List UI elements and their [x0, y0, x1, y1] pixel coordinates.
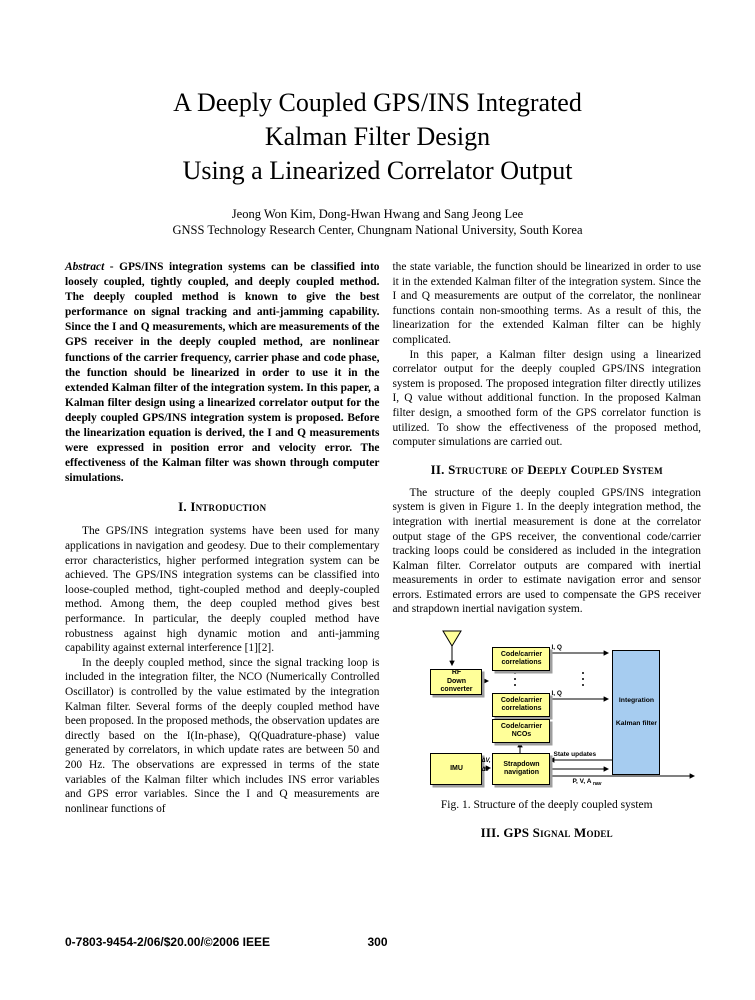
- rf-downconverter-box: RF Down converter: [430, 669, 483, 696]
- correlator-top-label-2: correlations: [501, 659, 542, 667]
- correlator-top-label-1: Code/carrier: [500, 650, 543, 658]
- page-number: 300: [367, 935, 388, 949]
- kalman-box-label-1: Integration: [618, 696, 655, 704]
- strapdown-navigation-box: Strapdown navigation: [492, 753, 551, 786]
- section-heading-introduction: I. Introduction: [178, 499, 267, 515]
- delta-theta-label: Δθ: [481, 767, 489, 774]
- abstract-body-text: - GPS/INS integration systems can be cla…: [65, 261, 380, 485]
- nco-box-label-2: NCOs: [511, 731, 532, 739]
- paper-title-line-1: A Deeply Coupled GPS/INS Integrated: [173, 88, 582, 117]
- integration-kalman-filter-box: Integration Kalman filter: [612, 650, 661, 776]
- kalman-box-label-2: Kalman filter: [615, 720, 658, 728]
- pva-label-main: P, V, A: [572, 778, 592, 786]
- affiliation-line: GNSS Technology Research Center, Chungna…: [172, 223, 583, 237]
- correlator-box-mid: Code/carrier correlations: [492, 693, 551, 718]
- rf-box-label-1: RF: [451, 669, 462, 677]
- abstract-paragraph: Abstract - GPS/INS integration systems c…: [65, 260, 379, 486]
- correlator-box-top: Code/carrier correlations: [492, 647, 551, 672]
- strapdown-box-label-2: navigation: [503, 769, 539, 777]
- figure-1: RF Down converter Code/carrier correlati…: [392, 623, 701, 812]
- iq-label-mid: I, Q: [551, 690, 562, 698]
- pva-nav-label: P, V, A nav: [572, 778, 601, 788]
- abstract-lead-word: Abstract: [65, 261, 105, 273]
- col2-paragraph-1: the state variable, the function should …: [392, 261, 701, 346]
- col2-paragraph-2: In this paper, a Kalman filter design us…: [392, 348, 701, 449]
- correlator-mid-label-2: correlations: [501, 705, 542, 713]
- authors-line: Jeong Won Kim, Dong-Hwan Hwang and Sang …: [231, 207, 524, 221]
- right-column: the state variable, the function should …: [392, 260, 701, 850]
- imu-box: IMU: [430, 753, 483, 786]
- figure-1-caption: Fig. 1. Structure of the deeply coupled …: [440, 799, 653, 812]
- col2-paragraph-3: The structure of the deeply coupled GPS/…: [392, 486, 701, 616]
- ellipsis-dots-right: [582, 672, 585, 687]
- two-column-body: Abstract - GPS/INS integration systems c…: [0, 260, 755, 850]
- correlator-mid-label-1: Code/carrier: [500, 696, 543, 704]
- left-column: Abstract - GPS/INS integration systems c…: [65, 260, 379, 850]
- imu-box-label: IMU: [450, 764, 463, 772]
- paper-header: A Deeply Coupled GPS/INS Integrated Kalm…: [0, 0, 755, 238]
- iq-label-top: I, Q: [551, 644, 562, 652]
- paper-title-line-2: Kalman Filter Design: [264, 122, 491, 151]
- intro-paragraph-2: In the deeply coupled method, since the …: [65, 656, 380, 815]
- page-footer: 0-7803-9454-2/06/$20.00/©2006 IEEE 300: [0, 935, 755, 951]
- ellipsis-dots-left: [514, 672, 517, 687]
- paper-title-line-3: Using a Linearized Correlator Output: [182, 156, 573, 185]
- nco-box: Code/carrier NCOs: [492, 719, 551, 744]
- antenna-icon: [442, 630, 463, 648]
- nco-box-label-1: Code/carrier: [500, 722, 543, 730]
- strapdown-box-label-1: Strapdown: [503, 760, 540, 768]
- deeply-coupled-system-diagram: RF Down converter Code/carrier correlati…: [400, 623, 700, 793]
- rf-box-label-2: Down converter: [440, 677, 473, 694]
- intro-paragraph-1: The GPS/INS integration systems have bee…: [65, 525, 380, 655]
- state-updates-label: State updates: [553, 751, 597, 759]
- delta-v-label: ΔV,: [481, 758, 491, 765]
- diagram-connectors: [442, 630, 696, 779]
- section-heading-structure: II. Structure of Deeply Coupled System: [430, 461, 663, 477]
- pva-label-subscript: nav: [592, 781, 602, 788]
- copyright-notice: 0-7803-9454-2/06/$20.00/©2006 IEEE: [65, 935, 270, 949]
- section-heading-gps-signal-model: III. GPS Signal Model: [480, 825, 613, 841]
